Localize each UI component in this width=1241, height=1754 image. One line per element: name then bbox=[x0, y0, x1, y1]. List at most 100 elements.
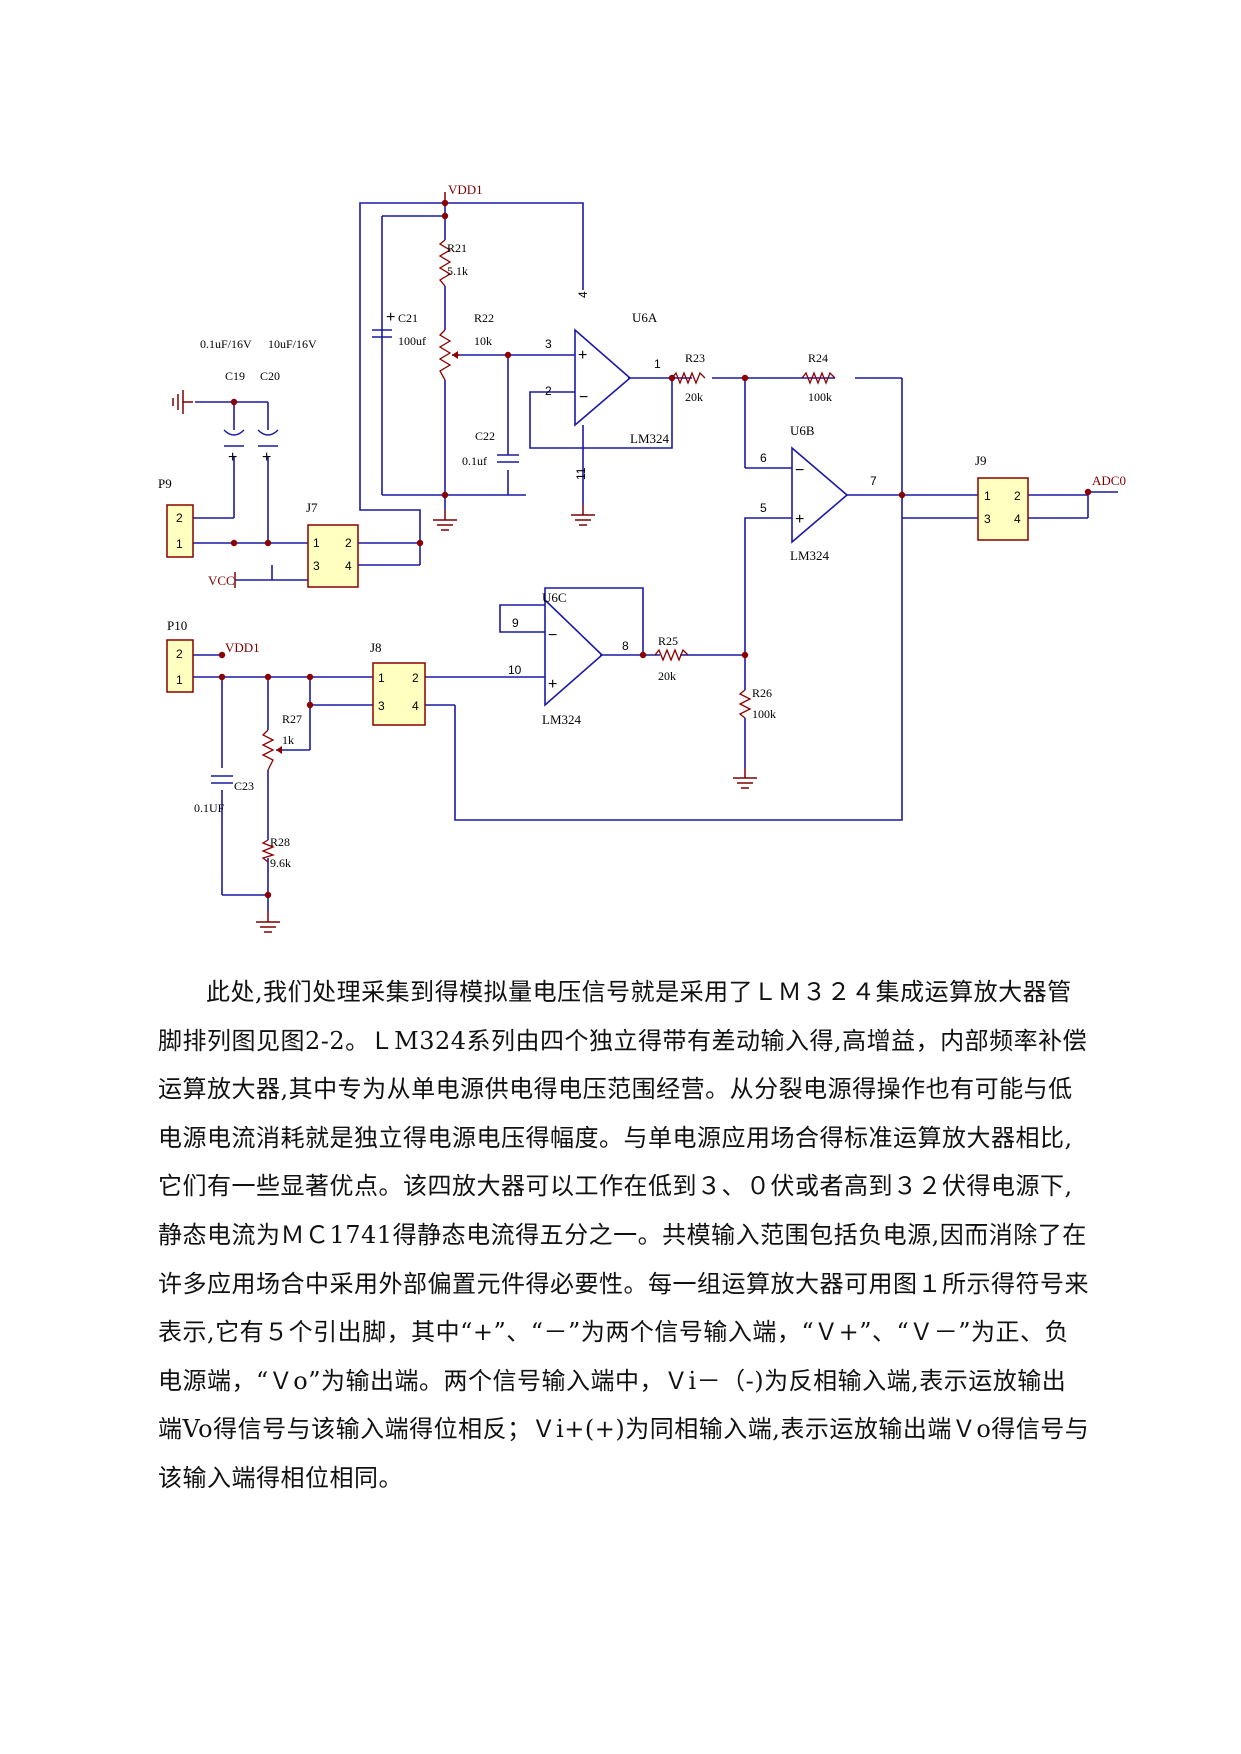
svg-text:0.1UF: 0.1UF bbox=[194, 801, 225, 815]
svg-text:2: 2 bbox=[176, 647, 183, 661]
svg-text:1: 1 bbox=[984, 489, 991, 503]
resistor-R22-potentiometer: R22 10k bbox=[438, 311, 494, 381]
svg-text:VDD1: VDD1 bbox=[225, 640, 260, 655]
svg-text:+: + bbox=[228, 449, 237, 466]
svg-text:1: 1 bbox=[378, 671, 385, 685]
capacitor-C20: + C20 10uF/16V bbox=[257, 337, 317, 466]
connector-J9: 1 2 3 4 J9 bbox=[975, 453, 1029, 541]
svg-text:3: 3 bbox=[545, 337, 552, 351]
svg-text:10uF/16V: 10uF/16V bbox=[268, 337, 317, 351]
svg-text:J8: J8 bbox=[370, 640, 382, 655]
vcc-label: VCC bbox=[208, 572, 272, 588]
svg-text:4: 4 bbox=[576, 291, 590, 298]
svg-text:VCC: VCC bbox=[208, 573, 235, 588]
svg-text:R27: R27 bbox=[282, 712, 302, 726]
svg-text:10k: 10k bbox=[474, 334, 492, 348]
svg-text:+: + bbox=[795, 511, 804, 528]
capacitor-C19: + C19 0.1uF/16V bbox=[200, 337, 252, 466]
svg-text:7: 7 bbox=[870, 474, 877, 488]
svg-text:0.1uF/16V: 0.1uF/16V bbox=[200, 337, 252, 351]
svg-text:2: 2 bbox=[1014, 489, 1021, 503]
svg-text:8: 8 bbox=[622, 639, 629, 653]
ground-symbol-u6a bbox=[570, 504, 596, 526]
svg-text:C19: C19 bbox=[225, 369, 245, 383]
svg-text:−: − bbox=[548, 627, 557, 644]
svg-text:2: 2 bbox=[545, 384, 552, 398]
circuit-schematic: 2 1 P9 2 1 P10 1 2 3 4 J7 1 2 3 4 J8 1 2… bbox=[158, 182, 1126, 933]
resistor-R26: R26 100k bbox=[738, 686, 776, 721]
svg-text:3: 3 bbox=[378, 699, 385, 713]
svg-text:1k: 1k bbox=[282, 733, 294, 747]
svg-text:1: 1 bbox=[313, 536, 320, 550]
vdd1-top-label: VDD1 bbox=[444, 182, 483, 203]
ground-symbol-left bbox=[172, 389, 194, 415]
svg-text:VDD1: VDD1 bbox=[448, 182, 483, 197]
svg-text:+: + bbox=[578, 347, 587, 364]
svg-text:1: 1 bbox=[176, 673, 183, 687]
adc0-label: ADC0 bbox=[1092, 473, 1126, 488]
svg-text:J7: J7 bbox=[306, 500, 318, 515]
svg-text:P10: P10 bbox=[167, 618, 187, 633]
resistor-R24: R24 100k bbox=[801, 351, 836, 404]
ground-symbol-r28 bbox=[255, 911, 281, 933]
svg-text:U6A: U6A bbox=[632, 310, 658, 325]
svg-text:R24: R24 bbox=[808, 351, 828, 365]
svg-text:R25: R25 bbox=[658, 634, 678, 648]
capacitor-C21: + C21 100uf bbox=[372, 309, 426, 348]
svg-text:20k: 20k bbox=[685, 390, 703, 404]
body-paragraph-block: 此处,我们处理采集到得模拟量电压信号就是采用了ＬＭ３２４集成运算放大器管脚排列图… bbox=[158, 968, 1090, 1503]
svg-text:100k: 100k bbox=[752, 707, 776, 721]
svg-text:R28: R28 bbox=[270, 835, 290, 849]
resistor-R25: R25 20k bbox=[654, 634, 689, 683]
svg-text:−: − bbox=[795, 462, 804, 479]
svg-text:3: 3 bbox=[984, 512, 991, 526]
opamp-U6C: − + 9 10 8 U6C LM324 bbox=[508, 590, 629, 727]
svg-text:P9: P9 bbox=[158, 476, 172, 491]
ground-symbol-r21 bbox=[432, 509, 458, 531]
connector-P9: 2 1 P9 bbox=[158, 476, 194, 558]
svg-text:+: + bbox=[262, 449, 271, 466]
svg-text:ADC0: ADC0 bbox=[1092, 473, 1126, 488]
svg-text:4: 4 bbox=[412, 699, 419, 713]
capacitor-C23: C23 0.1UF bbox=[194, 775, 254, 815]
svg-text:5: 5 bbox=[760, 501, 767, 515]
svg-text:C21: C21 bbox=[398, 311, 418, 325]
svg-text:1: 1 bbox=[176, 537, 183, 551]
svg-text:3: 3 bbox=[313, 559, 320, 573]
svg-text:10: 10 bbox=[508, 663, 522, 677]
opamp-U6B: − + 6 5 7 U6B LM324 bbox=[760, 423, 877, 563]
svg-text:LM324: LM324 bbox=[630, 431, 670, 446]
svg-text:9: 9 bbox=[512, 616, 519, 630]
svg-text:100uf: 100uf bbox=[398, 334, 426, 348]
svg-text:J9: J9 bbox=[975, 453, 987, 468]
svg-text:5.1k: 5.1k bbox=[447, 264, 468, 278]
svg-text:11: 11 bbox=[574, 467, 588, 480]
svg-text:LM324: LM324 bbox=[542, 712, 582, 727]
opamp-U6A: + − 3 2 1 4 11 U6A LM324 bbox=[545, 291, 670, 480]
svg-text:R22: R22 bbox=[474, 311, 494, 325]
vdd1-bottom-label: VDD1 bbox=[225, 640, 260, 655]
wires bbox=[193, 202, 1118, 912]
svg-text:6: 6 bbox=[760, 451, 767, 465]
connector-J8: 1 2 3 4 J8 bbox=[370, 640, 426, 726]
svg-text:R21: R21 bbox=[447, 241, 467, 255]
resistor-R21: R21 5.1k bbox=[438, 239, 468, 287]
svg-text:2: 2 bbox=[176, 511, 183, 525]
svg-text:C22: C22 bbox=[475, 429, 495, 443]
body-paragraph: 此处,我们处理采集到得模拟量电压信号就是采用了ＬＭ３２４集成运算放大器管脚排列图… bbox=[158, 978, 1090, 1492]
connector-P10: 2 1 P10 bbox=[166, 618, 194, 693]
ground-symbol-r26 bbox=[732, 767, 758, 789]
svg-text:U6C: U6C bbox=[542, 590, 567, 605]
svg-text:2: 2 bbox=[345, 536, 352, 550]
svg-text:0.1uf: 0.1uf bbox=[462, 454, 487, 468]
connector-J7: 1 2 3 4 J7 bbox=[306, 500, 359, 588]
svg-text:R23: R23 bbox=[685, 351, 705, 365]
svg-text:20k: 20k bbox=[658, 669, 676, 683]
svg-text:4: 4 bbox=[1014, 512, 1021, 526]
svg-text:2: 2 bbox=[412, 671, 419, 685]
svg-text:+: + bbox=[386, 309, 395, 326]
svg-text:100k: 100k bbox=[808, 390, 832, 404]
svg-text:−: − bbox=[579, 389, 588, 406]
resistor-R23: R23 20k bbox=[671, 351, 706, 404]
resistor-R28: R28 9.6k bbox=[261, 835, 291, 870]
